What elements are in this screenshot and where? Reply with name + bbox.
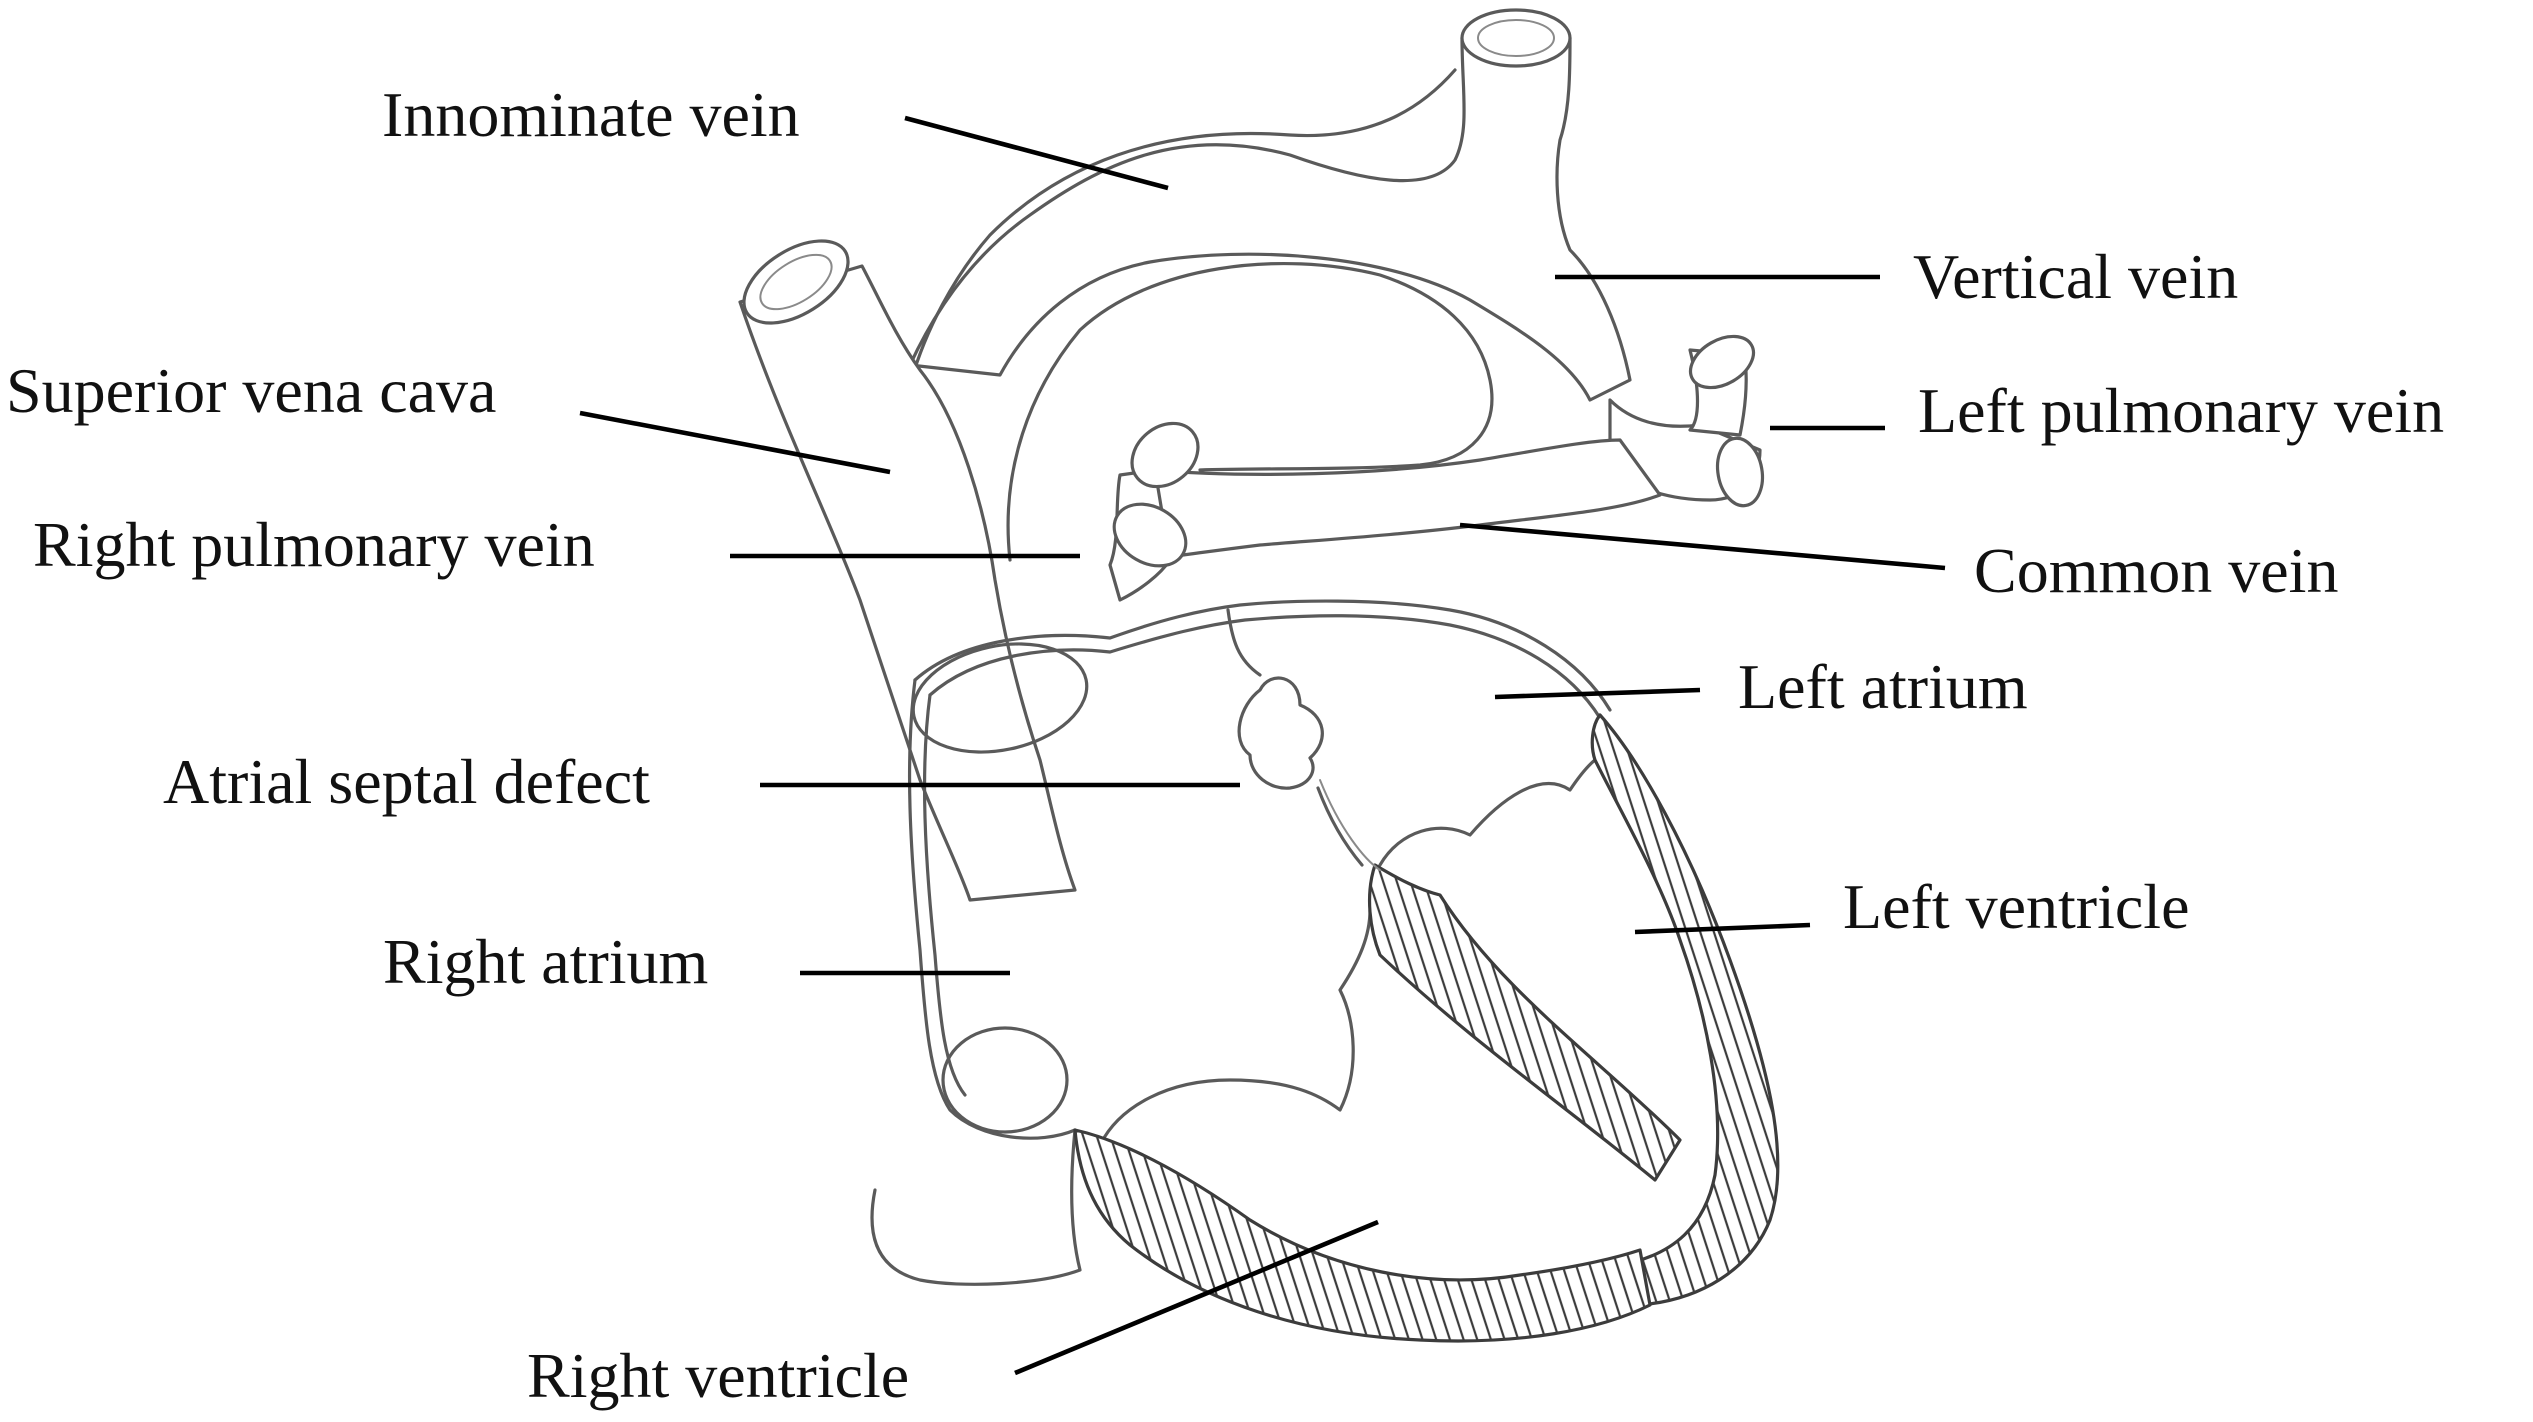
inferior-vena-cava-opening: [941, 1026, 1069, 1134]
common-vein-shape: [1148, 438, 1662, 562]
label-atrial-septal-defect: Atrial septal defect: [163, 746, 650, 817]
superior-vena-cava-shape: [738, 264, 1077, 902]
label-left-ventricle: Left ventricle: [1843, 871, 2189, 942]
right-pulmonary-vein-opening-lower: [1112, 502, 1188, 568]
inferior-vena-cava-shape: [870, 1128, 1082, 1286]
interventricular-septum: [1367, 863, 1682, 1182]
leader-lines: [579, 115, 1946, 1376]
superior-vena-cava-opening: [742, 239, 850, 325]
label-group: Innominate vein Vertical vein Superior v…: [6, 79, 2444, 1411]
vertical-vein-opening: [1460, 8, 1572, 68]
superior-vena-cava-atrial-opening: [911, 642, 1089, 754]
label-right-pulmonary-vein: Right pulmonary vein: [33, 509, 595, 580]
vertical-vein-shape: [908, 36, 1632, 402]
septum-inner-stripe: [1319, 779, 1381, 871]
label-superior-vena-cava: Superior vena cava: [6, 355, 496, 426]
leader-left-atrium: [1494, 687, 1701, 700]
leader-right-ventricle: [1014, 1219, 1379, 1376]
leader-left-ventricle: [1634, 922, 1811, 935]
vessel-group: [738, 8, 1765, 902]
tricuspid-leaflet: [1098, 908, 1372, 1147]
leader-common-vein: [1459, 522, 1946, 571]
leader-superior-vena-cava: [579, 410, 891, 475]
superior-vena-cava-lumen: [759, 253, 833, 311]
label-vertical-vein: Vertical vein: [1913, 241, 2238, 312]
label-left-atrium: Left atrium: [1738, 651, 2028, 722]
innominate-vein-outer: [908, 68, 1457, 387]
left-ventricle-wall: [1590, 713, 1780, 1307]
label-right-atrium: Right atrium: [383, 926, 708, 997]
left-pulmonary-vein-opening: [1688, 334, 1756, 390]
right-pulmonary-vein-opening: [1130, 421, 1200, 489]
mitral-leaflet: [1378, 750, 1632, 867]
label-innominate-vein: Innominate vein: [382, 79, 800, 150]
label-common-vein: Common vein: [1974, 535, 2338, 606]
right-ventricle-wall: [1073, 1128, 1652, 1343]
atrial-roof: [913, 599, 1612, 712]
label-right-ventricle: Right ventricle: [527, 1340, 909, 1411]
interatrial-septum-lower: [1316, 786, 1364, 867]
innominate-vein-inner: [1006, 261, 1494, 562]
atrial-roof-inner: [928, 614, 1602, 720]
atrial-septal-defect-shape: [1237, 676, 1324, 790]
interatrial-septum: [1226, 608, 1262, 677]
right-atrium-wall-inner: [922, 693, 967, 1097]
label-left-pulmonary-vein: Left pulmonary vein: [1918, 375, 2444, 446]
leader-innominate-vein: [904, 115, 1169, 191]
left-pulmonary-vein-opening-lower: [1715, 436, 1765, 508]
vertical-vein-lumen: [1477, 19, 1555, 57]
